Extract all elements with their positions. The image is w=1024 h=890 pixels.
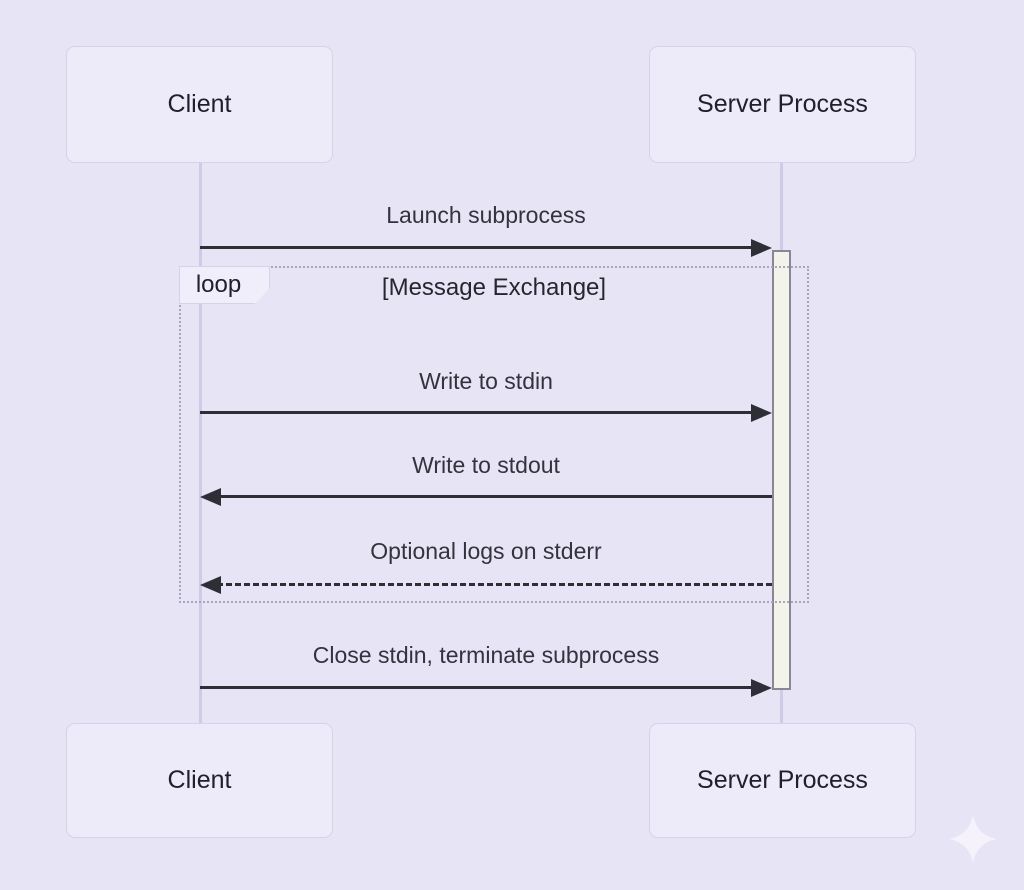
message-write-stdout-label: Write to stdout [412, 452, 560, 478]
message-launch-subprocess-line [200, 246, 755, 249]
message-write-stdin-line [200, 411, 755, 414]
loop-condition-label: [Message Exchange] [381, 274, 607, 301]
arrowhead-right-icon [751, 239, 772, 257]
message-launch-subprocess-label: Launch subprocess [386, 202, 586, 228]
loop-keyword-label: loop [179, 266, 270, 304]
arrowhead-left-icon [200, 576, 221, 594]
actor-client-top-label: Client [167, 90, 232, 118]
actor-server-top-label: Server Process [697, 90, 868, 118]
message-close-stdin-line [200, 686, 755, 689]
loop-frame [179, 266, 809, 603]
loop-keyword-text: loop [195, 271, 242, 298]
message-write-stdout-line [217, 495, 772, 498]
arrowhead-left-icon [200, 488, 221, 506]
actor-client-bottom-label: Client [167, 766, 232, 794]
actor-client-top: Client [66, 46, 333, 163]
message-stderr-logs-line [217, 583, 772, 586]
actor-client-bottom: Client [66, 723, 333, 838]
sparkle-icon [949, 815, 997, 863]
arrowhead-right-icon [751, 679, 772, 697]
message-stderr-logs-label: Optional logs on stderr [370, 538, 602, 564]
actor-server-bottom-label: Server Process [697, 766, 868, 794]
actor-server-bottom: Server Process [649, 723, 916, 838]
arrowhead-right-icon [751, 404, 772, 422]
message-close-stdin-label: Close stdin, terminate subprocess [312, 642, 660, 668]
message-write-stdin-label: Write to stdin [419, 368, 553, 394]
client-lifeline [199, 163, 202, 723]
actor-server-top: Server Process [649, 46, 916, 163]
server-activation-bar [772, 250, 791, 690]
